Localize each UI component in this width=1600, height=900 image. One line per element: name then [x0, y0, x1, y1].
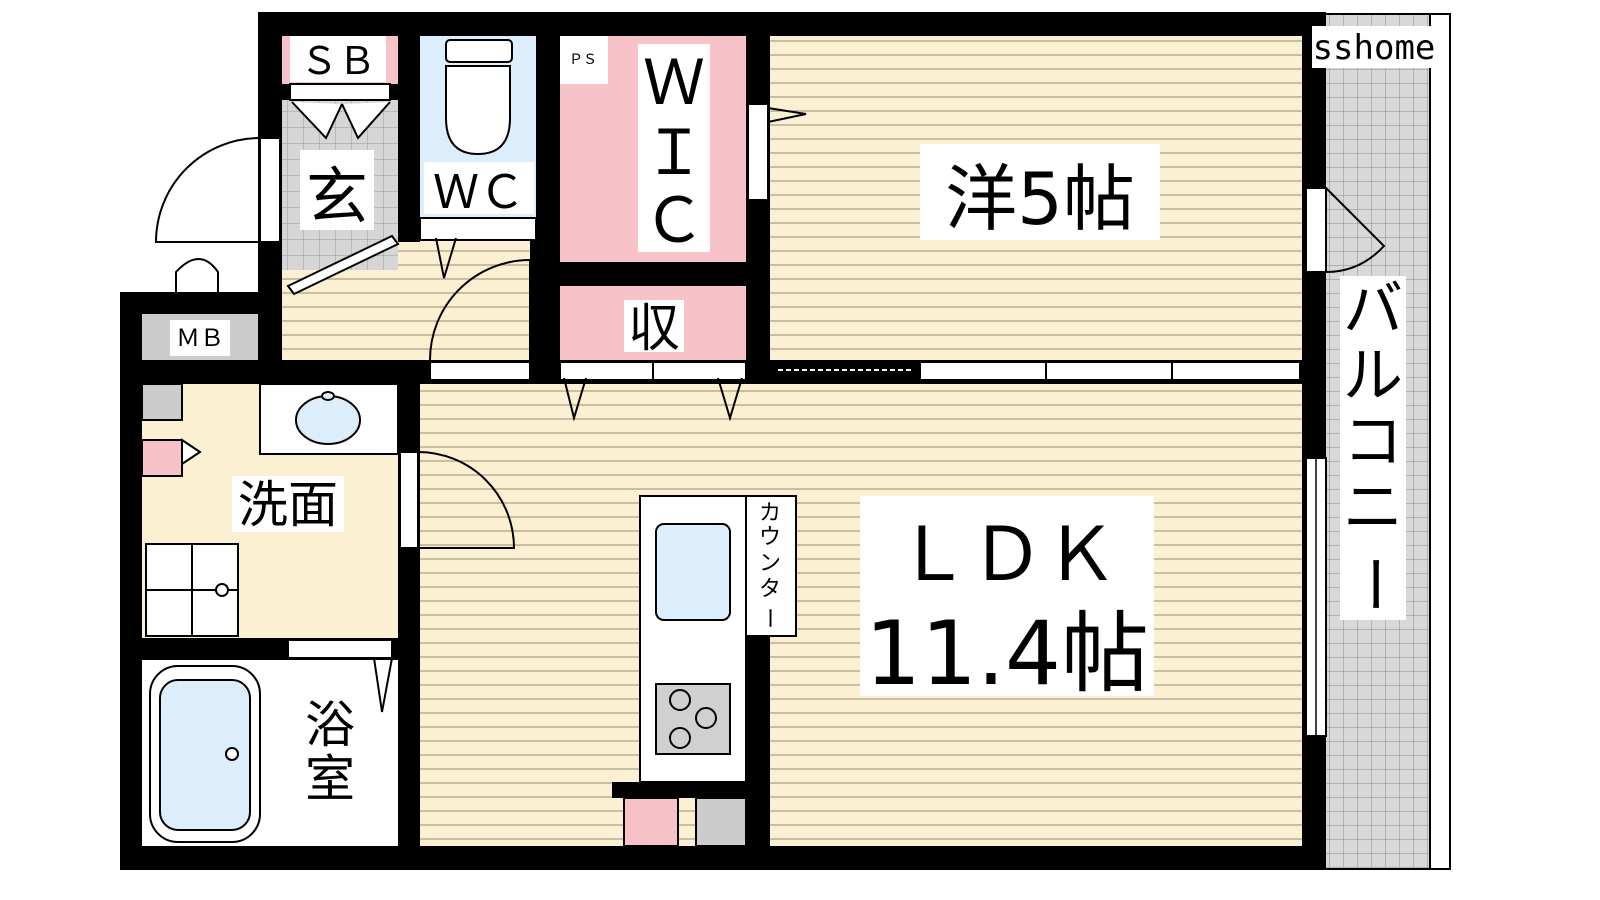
label-backgrounds: [170, 26, 1436, 806]
ldk-size-label: 11.4帖: [865, 602, 1149, 705]
mb-label: ＭＢ: [176, 324, 224, 352]
western-door-gap: [747, 103, 769, 201]
bathtub-icon: [149, 665, 261, 843]
washroom-door-gap: [399, 451, 419, 549]
counter-label-1: カ: [759, 501, 781, 526]
front-door-gap: [259, 137, 281, 243]
inner-walls: [120, 12, 920, 870]
mb-door-icon: [175, 258, 219, 292]
bath-label-2: 室: [305, 750, 355, 808]
counter-label-2: ウ: [759, 525, 781, 550]
counter-panel: [745, 495, 797, 637]
shoe-box-label: ＳＢ: [300, 39, 376, 83]
counter-label-4: タ: [759, 577, 781, 602]
kitchen-fixtures: [623, 523, 747, 847]
western-room-sliding-doors: [919, 361, 1301, 381]
hall-door-gap: [429, 361, 531, 381]
ldk-label: ＬＤＫ: [896, 512, 1118, 598]
toilet-label: ＷＣ: [433, 165, 525, 219]
washroom-label: 洗面: [238, 476, 338, 534]
counter-label-3: ン: [759, 551, 781, 576]
door-swings: [154, 107, 1386, 713]
toilet-door-gap: [419, 217, 537, 241]
wic-label-2: Ｉ: [643, 116, 705, 189]
balcony-label-4: ニ: [1343, 473, 1403, 543]
counter-label-5: ー: [756, 607, 781, 629]
balcony-label-1: バ: [1343, 275, 1403, 345]
wic-label-3: Ｃ: [643, 184, 705, 257]
entrance-details: [289, 83, 391, 140]
exterior-notch: [120, 12, 260, 292]
balcony-label-3: コ: [1343, 407, 1403, 477]
storage-label: 収: [628, 299, 680, 359]
ps-shaft: [558, 36, 608, 84]
balcony-label-2: ル: [1343, 341, 1403, 411]
bath-label-1: 浴: [305, 696, 355, 754]
western-room-label: 洋5帖: [945, 157, 1135, 241]
balcony-door-gap: [1305, 187, 1327, 273]
washroom-fixtures: [141, 383, 399, 637]
balcony-label-5: ー: [1338, 554, 1408, 614]
toilet-icon: [445, 39, 513, 156]
brand-watermark: sshome: [1313, 28, 1436, 68]
wic-label-1: Ｗ: [643, 46, 705, 119]
entrance-label: 玄: [306, 160, 368, 233]
ps-label: ＰＳ: [569, 52, 597, 68]
bath-door-gap: [287, 639, 393, 659]
